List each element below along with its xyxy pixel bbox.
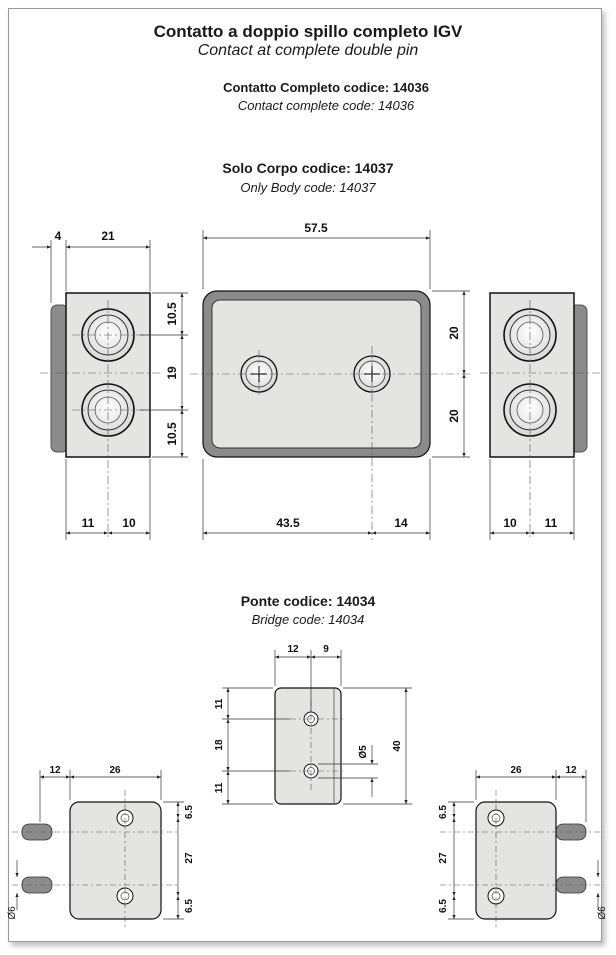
dim-bl-width-b: 26 — [109, 765, 121, 776]
dim-br-width-a: 26 — [510, 765, 522, 776]
dim-br-bottom: 6.5 — [438, 899, 449, 913]
dim-bridge-hole: Ø5 — [358, 745, 369, 759]
front-view: 57.5 20 20 43.5 14 — [190, 221, 470, 540]
dim-bl-width-a: 12 — [49, 765, 61, 776]
dim-bridge-width-a: 12 — [287, 644, 299, 655]
dim-br-pin: Ø6 — [597, 906, 608, 920]
dim-front-height-bottom: 20 — [447, 409, 461, 423]
bridge-plate — [274, 687, 342, 805]
main-title-english: Contact at complete double pin — [197, 42, 419, 59]
main-title: Contatto a doppio spillo completo IGV — [153, 22, 463, 41]
dim-front-pin-offset: 43.5 — [276, 516, 300, 530]
dim-bl-bottom: 6.5 — [184, 899, 195, 913]
bridge-code-title: Ponte codice: 14034 — [240, 593, 376, 609]
dim-side-top: 10.5 — [165, 302, 179, 326]
dim-front-pin-edge: 14 — [394, 516, 408, 530]
body-code-english: Only Body code: 14037 — [240, 180, 376, 195]
dim-side-middle: 19 — [165, 366, 179, 380]
dim-front-height-top: 20 — [447, 326, 461, 340]
dim-bl-pin: Ø6 — [7, 906, 18, 920]
dim-bl-middle: 27 — [184, 852, 195, 864]
dim-bridge-bottom: 11 — [214, 782, 225, 793]
dim-bl-top: 6.5 — [184, 805, 195, 819]
dim-right-base-b: 11 — [545, 516, 558, 530]
dim-side-base-b: 10 — [122, 516, 136, 530]
dim-br-middle: 27 — [438, 852, 449, 864]
dim-right-base-a: 10 — [503, 516, 517, 530]
bridge-code-english: Bridge code: 14034 — [251, 612, 365, 627]
dim-bridge-top: 11 — [214, 698, 225, 709]
dim-side-base-a: 11 — [82, 516, 95, 530]
dim-flange: 4 — [55, 229, 62, 243]
complete-code-english: Contact complete code: 14036 — [237, 98, 415, 113]
body-code-title: Solo Corpo codice: 14037 — [222, 160, 394, 176]
right-side-view: 10 11 — [480, 292, 600, 540]
bridge-left-body — [69, 801, 162, 920]
dim-side-bottom: 10.5 — [165, 422, 179, 446]
dim-bridge-middle: 18 — [214, 739, 225, 751]
dim-br-width-b: 12 — [565, 765, 577, 776]
bridge-left-view: 12 26 6.5 27 6.5 Ø6 — [7, 765, 195, 930]
dim-bridge-width-b: 9 — [323, 644, 329, 655]
left-side-view: 4 21 10.5 19 10.5 11 10 — [32, 229, 188, 540]
dim-bridge-height: 40 — [392, 740, 403, 752]
complete-code-title: Contatto Completo codice: 14036 — [223, 80, 429, 95]
dim-front-length: 57.5 — [304, 221, 328, 235]
dim-side-width: 21 — [101, 229, 115, 243]
bridge-front-view: 12 9 11 18 11 40 Ø5 — [214, 644, 412, 805]
bridge-right-view: 26 12 6.5 27 6.5 Ø6 — [438, 765, 608, 930]
dim-br-top: 6.5 — [438, 805, 449, 819]
